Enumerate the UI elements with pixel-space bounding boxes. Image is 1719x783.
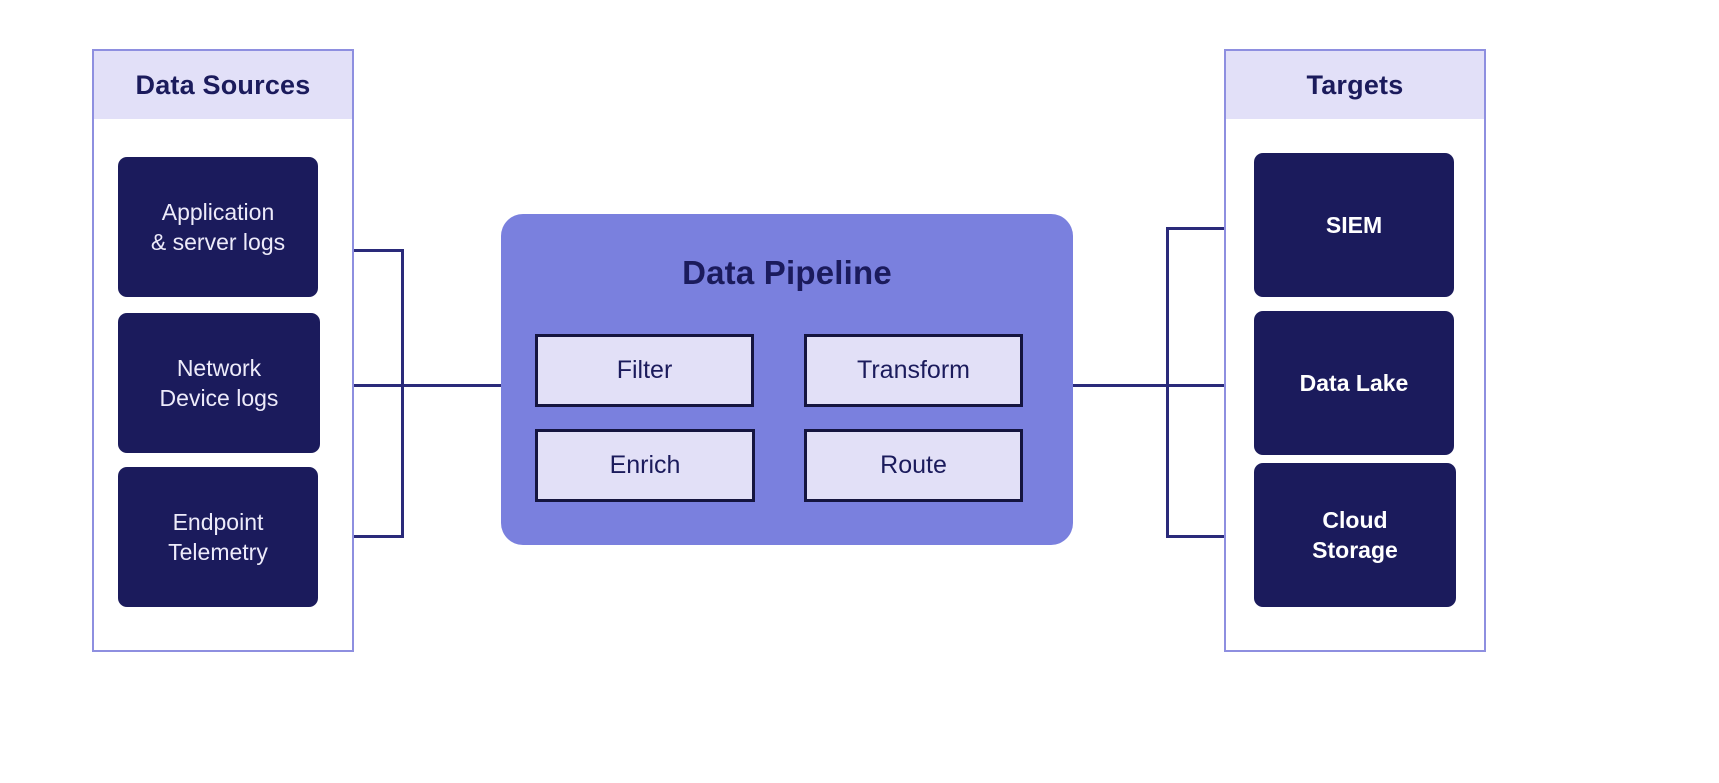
source-node-endpoint-telemetry[interactable]: Endpoint Telemetry [118, 467, 318, 607]
source-node-network-device-logs[interactable]: Network Device logs [118, 313, 320, 453]
data-pipeline-panel: Data Pipeline Filter Transform Enrich Ro… [501, 214, 1073, 545]
data-sources-header: Data Sources [94, 51, 352, 119]
source-node-label: Application & server logs [150, 198, 286, 255]
source-node-application-server-logs[interactable]: Application & server logs [118, 157, 318, 297]
connector-target-bus [1166, 227, 1169, 538]
source-node-label: Endpoint Telemetry [168, 508, 268, 565]
pipeline-stage-enrich[interactable]: Enrich [535, 429, 755, 502]
data-pipeline-title: Data Pipeline [682, 254, 892, 291]
pipeline-stage-label: Enrich [609, 451, 681, 479]
connector-target-1-stub [1166, 384, 1256, 387]
connector-target-2-stub [1166, 535, 1256, 538]
targets-title: Targets [1306, 69, 1404, 100]
pipeline-stage-transform[interactable]: Transform [804, 334, 1023, 407]
pipeline-stage-filter[interactable]: Filter [535, 334, 754, 407]
connector-source-bus [401, 249, 404, 538]
target-node-label: Cloud Storage [1312, 506, 1398, 563]
pipeline-stage-label: Route [880, 451, 947, 479]
target-node-cloud-storage[interactable]: Cloud Storage [1254, 463, 1456, 607]
target-node-label: SIEM [1325, 211, 1383, 238]
connector-source-2-stub [318, 535, 404, 538]
connector-target-0-stub [1166, 227, 1256, 230]
target-node-label: Data Lake [1299, 369, 1409, 396]
pipeline-stage-label: Transform [857, 356, 970, 384]
target-node-data-lake[interactable]: Data Lake [1254, 311, 1454, 455]
pipeline-stage-label: Filter [616, 356, 673, 384]
connector-source-1-stub [320, 384, 502, 387]
pipeline-stage-route[interactable]: Route [804, 429, 1023, 502]
source-node-label: Network Device logs [159, 354, 279, 411]
targets-header: Targets [1226, 51, 1484, 119]
connector-source-0-stub [318, 249, 404, 252]
target-node-siem[interactable]: SIEM [1254, 153, 1454, 297]
data-sources-title: Data Sources [135, 69, 311, 100]
